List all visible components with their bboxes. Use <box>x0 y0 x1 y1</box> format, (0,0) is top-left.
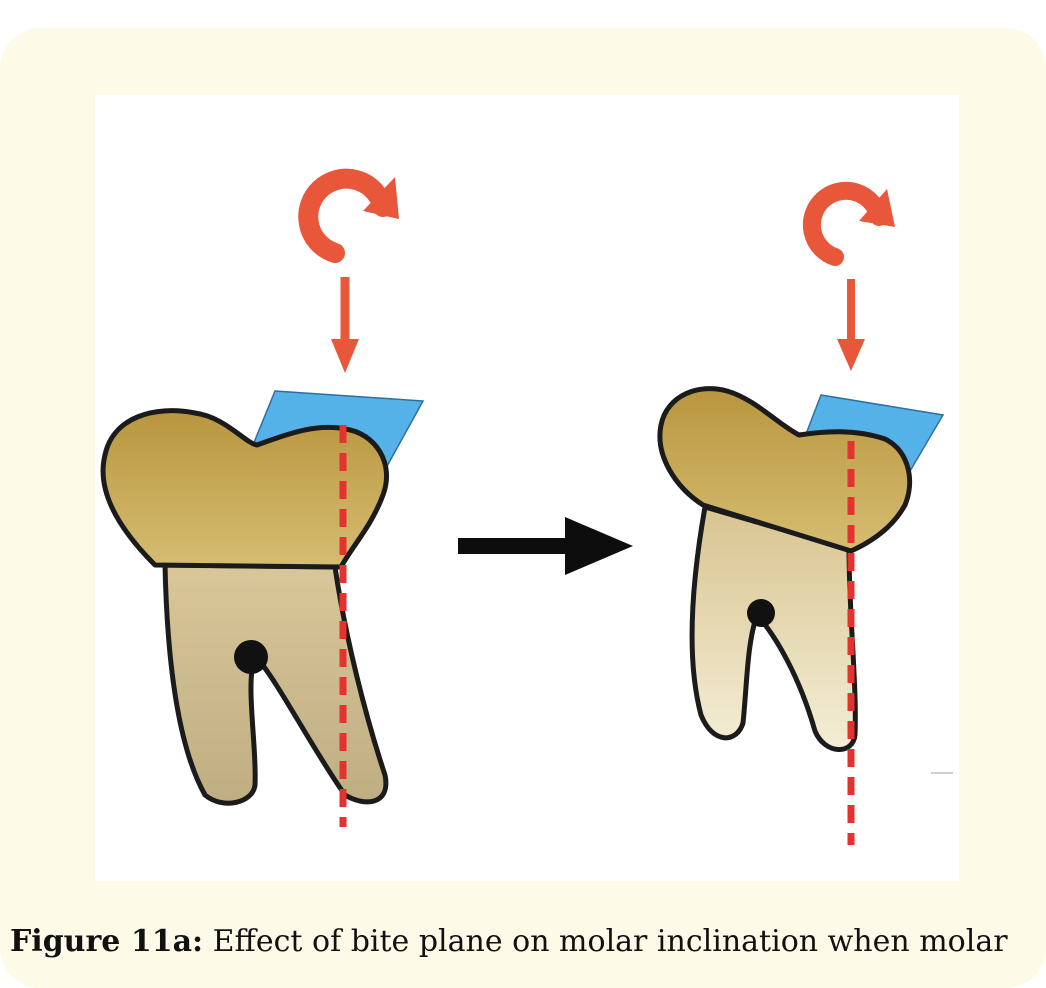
root-furcation-dot <box>234 640 268 674</box>
left-molar <box>100 168 425 827</box>
down-arrow-icon <box>837 279 865 371</box>
molar-crown <box>100 408 390 570</box>
root-furcation-dot <box>747 599 775 627</box>
rotation-arrow-icon <box>802 181 895 266</box>
molar-root <box>162 562 389 806</box>
right-arrow-icon <box>458 517 633 575</box>
caption-text: Effect of bite plane on molar inclinatio… <box>212 924 1008 959</box>
right-molar <box>657 181 953 845</box>
figure-image <box>95 95 959 881</box>
rotation-arrow-icon <box>298 168 399 263</box>
figure-caption: Figure 11a: Effect of bite plane on mola… <box>10 924 1040 960</box>
down-arrow-icon <box>331 277 359 373</box>
molar-crown <box>657 386 913 554</box>
caption-label: Figure 11a: <box>10 924 204 959</box>
